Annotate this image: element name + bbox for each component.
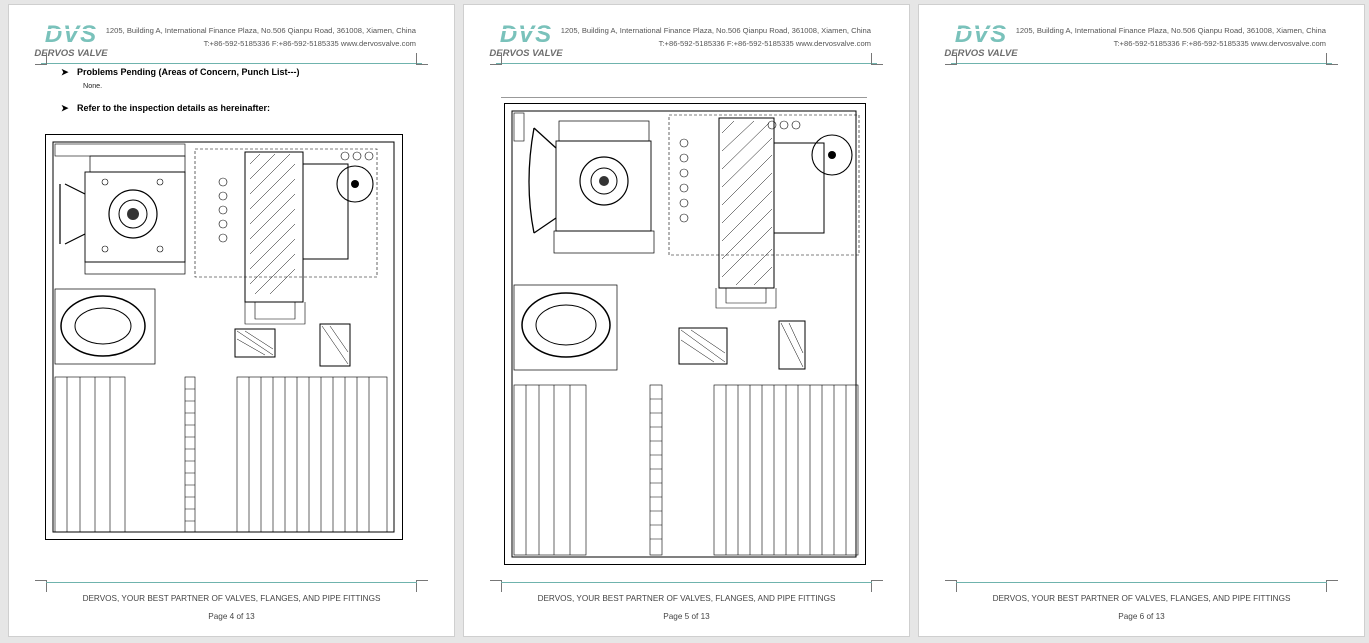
document-page-5: 1205, Building A, International Finance … bbox=[464, 5, 909, 636]
page-number: Page 6 of 13 bbox=[1118, 612, 1165, 621]
bullet-problems-pending: ➤ Problems Pending (Areas of Concern, Pun… bbox=[61, 67, 300, 78]
document-page-6: 1205, Building A, International Finance … bbox=[919, 5, 1364, 636]
margin-mark bbox=[490, 580, 502, 592]
drawing-separator bbox=[501, 97, 867, 98]
valve-engineering-drawing bbox=[504, 103, 866, 565]
margin-mark bbox=[945, 53, 957, 65]
margin-mark bbox=[945, 580, 957, 592]
document-page-4: 1205, Building A, International Finance … bbox=[9, 5, 454, 636]
header-address-line: 1205, Building A, International Finance … bbox=[105, 26, 416, 35]
bullet-text: Problems Pending (Areas of Concern, Punc… bbox=[77, 67, 300, 77]
margin-mark bbox=[1326, 53, 1338, 65]
header-address: 1205, Building A, International Finance … bbox=[1016, 25, 1326, 50]
header-contact-line: T:+86-592-5185336 F:+86-592-5185335 www.… bbox=[203, 38, 416, 48]
footer-rule bbox=[46, 582, 417, 583]
arrow-bullet-icon: ➤ bbox=[61, 103, 69, 113]
arrow-bullet-icon: ➤ bbox=[61, 67, 69, 77]
margin-mark bbox=[1326, 580, 1338, 592]
footer-rule bbox=[956, 582, 1327, 583]
margin-mark bbox=[35, 580, 47, 592]
page-number: Page 4 of 13 bbox=[208, 612, 255, 621]
bullet-text: Refer to the inspection details as herei… bbox=[77, 103, 271, 113]
margin-mark bbox=[416, 580, 428, 592]
header-rule bbox=[496, 63, 877, 64]
footer-slogan: DERVOS, YOUR BEST PARTNER OF VALVES, FLA… bbox=[992, 594, 1291, 603]
margin-mark bbox=[871, 53, 883, 65]
header-address-line: 1205, Building A, International Finance … bbox=[1015, 26, 1326, 35]
margin-mark bbox=[490, 53, 502, 65]
margin-mark bbox=[871, 580, 883, 592]
margin-mark bbox=[35, 53, 47, 65]
header-address: 1205, Building A, International Finance … bbox=[561, 25, 871, 50]
header-rule bbox=[41, 63, 422, 64]
bullet-inspection-details: ➤ Refer to the inspection details as here… bbox=[61, 103, 270, 114]
header-address-line: 1205, Building A, International Finance … bbox=[560, 26, 871, 35]
footer-slogan: DERVOS, YOUR BEST PARTNER OF VALVES, FLA… bbox=[537, 594, 836, 603]
page-number: Page 5 of 13 bbox=[663, 612, 710, 621]
header-contact-line: T:+86-592-5185336 F:+86-592-5185335 www.… bbox=[658, 38, 871, 48]
valve-engineering-drawing bbox=[45, 134, 403, 540]
header-contact-line: T:+86-592-5185336 F:+86-592-5185335 www.… bbox=[1113, 38, 1326, 48]
margin-mark bbox=[416, 53, 428, 65]
footer-slogan: DERVOS, YOUR BEST PARTNER OF VALVES, FLA… bbox=[82, 594, 381, 603]
header-rule bbox=[951, 63, 1332, 64]
header-address: 1205, Building A, International Finance … bbox=[106, 25, 416, 50]
footer-rule bbox=[501, 582, 872, 583]
problems-note: None. bbox=[83, 81, 103, 90]
